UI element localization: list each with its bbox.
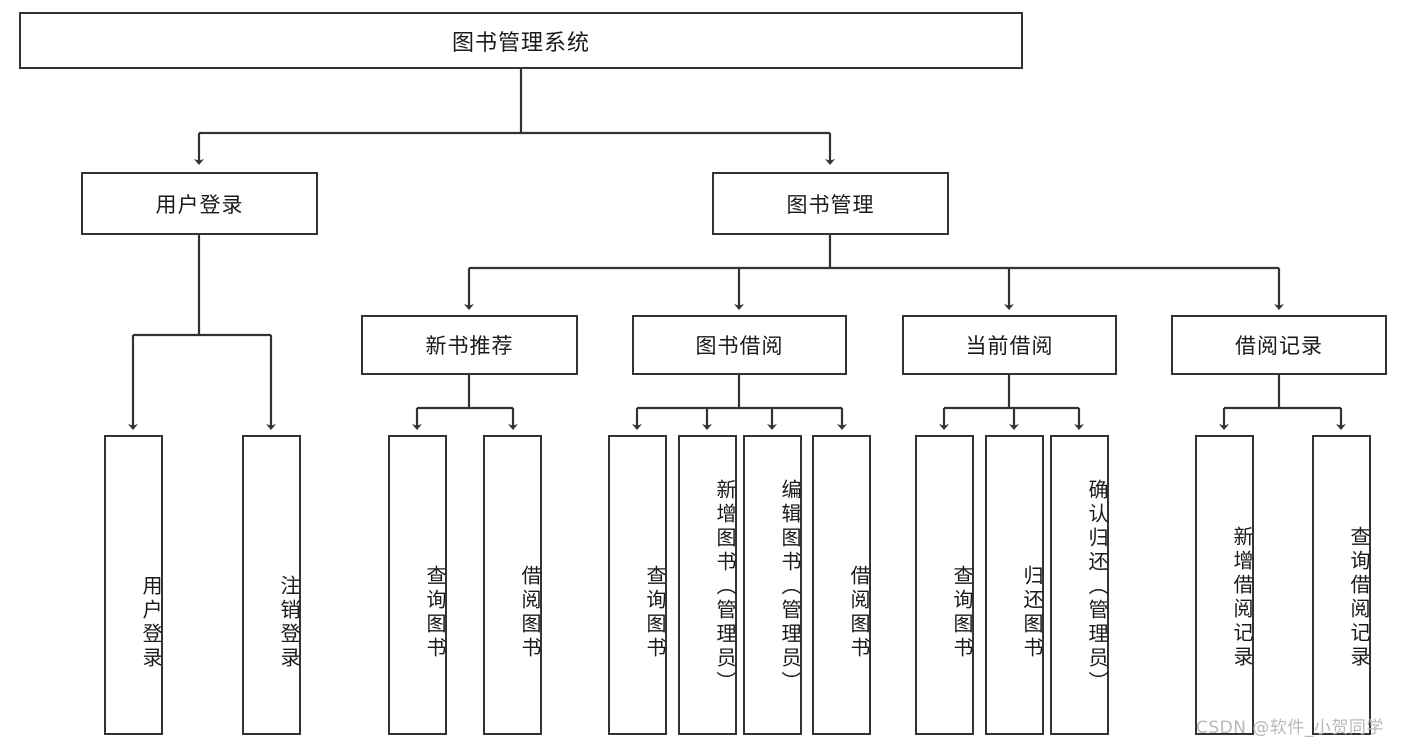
leaf-current-borrow-return-book[interactable]: 归还图书: [985, 435, 1044, 735]
node-book-borrow[interactable]: 图书借阅: [632, 315, 847, 375]
leaf-current-borrow-query-book[interactable]: 查询图书: [915, 435, 974, 735]
leaf-new-book-borrow-book[interactable]: 借阅图书: [483, 435, 542, 735]
leaf-borrow-record-query-record[interactable]: 查询借阅记录: [1312, 435, 1371, 735]
leaf-borrow-record-add-record[interactable]: 新增借阅记录: [1195, 435, 1254, 735]
leaf-user-login-login[interactable]: 用户登录: [104, 435, 163, 735]
node-new-book-recommend[interactable]: 新书推荐: [361, 315, 578, 375]
node-current-borrow[interactable]: 当前借阅: [902, 315, 1117, 375]
leaf-user-login-logout[interactable]: 注销登录: [242, 435, 301, 735]
leaf-book-borrow-edit-book-admin[interactable]: 编辑图书（管理员）: [743, 435, 802, 735]
node-book-management[interactable]: 图书管理: [712, 172, 949, 235]
leaf-current-borrow-confirm-return-admin[interactable]: 确认归还（管理员）: [1050, 435, 1109, 735]
leaf-book-borrow-query-book[interactable]: 查询图书: [608, 435, 667, 735]
leaf-book-borrow-add-book-admin[interactable]: 新增图书（管理员）: [678, 435, 737, 735]
node-user-login[interactable]: 用户登录: [81, 172, 318, 235]
leaf-new-book-query-book[interactable]: 查询图书: [388, 435, 447, 735]
leaf-book-borrow-borrow-book[interactable]: 借阅图书: [812, 435, 871, 735]
node-root-book-management-system[interactable]: 图书管理系统: [19, 12, 1023, 69]
watermark-credit: CSDN @软件_小贺同学: [1196, 718, 1384, 738]
node-borrow-record[interactable]: 借阅记录: [1171, 315, 1387, 375]
